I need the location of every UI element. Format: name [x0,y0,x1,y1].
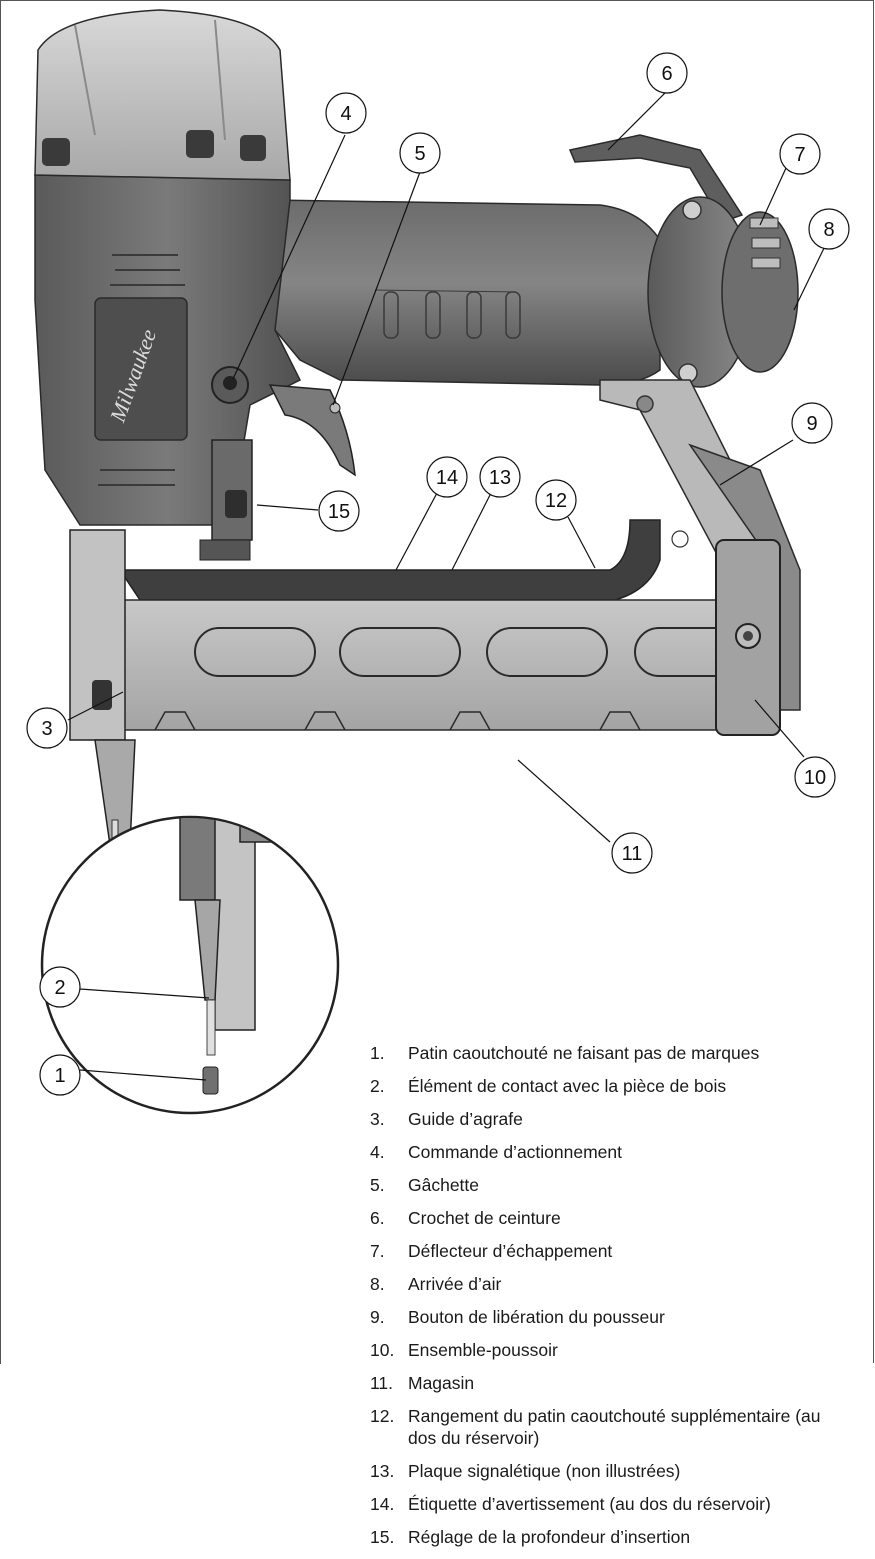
svg-text:9: 9 [806,413,817,435]
page-frame-left [0,0,1,1364]
svg-text:6: 6 [661,63,672,85]
callout-5: 5 [399,132,441,174]
legend-item-6: 6.Crochet de ceinture [370,1208,561,1228]
legend-item-9: 9.Bouton de libération du pousseur [370,1307,665,1327]
handle [269,199,661,386]
stapler-illustration: Milwaukee [26,9,850,1115]
svg-text:2: 2 [54,977,65,999]
legend-item-11: 11.Magasin [370,1373,475,1393]
svg-text:7: 7 [794,144,805,166]
callout-12: 12 [535,479,577,521]
callout-4: 4 [325,92,367,134]
legend-item-10: 10.Ensemble-poussoir [370,1340,558,1360]
svg-text:11: 11 [622,843,643,865]
callout-2: 2 [39,966,81,1008]
svg-text:4: 4 [340,103,351,125]
detail-magnifier [40,815,340,1115]
tool-head: Milwaukee [34,9,302,526]
callout-13: 13 [479,456,521,498]
callout-6: 6 [646,52,688,94]
leader-lines [67,92,827,1081]
legend-item-8: 8.Arrivée d’air [370,1274,502,1294]
magazine [118,519,781,736]
svg-text:13: 13 [489,467,511,489]
callout-11: 11 [611,832,653,874]
rear-cap [647,196,799,388]
callout-14: 14 [426,456,468,498]
parts-legend: 1.Patin caoutchouté ne faisant pas de ma… [370,1042,870,1559]
legend-item-2: 2.Élément de contact avec la pièce de bo… [370,1076,727,1096]
svg-text:3: 3 [41,718,52,740]
legend-item-13: 13.Plaque signalétique (non illustrées) [370,1461,681,1481]
svg-text:14: 14 [436,467,458,489]
legend-item-14: 14.Étiquette d’avertissement (au dos du … [370,1494,771,1514]
callout-8: 8 [808,208,850,250]
callout-15: 15 [318,490,360,532]
callout-3: 3 [26,707,68,749]
svg-text:12: 12 [545,490,567,512]
trigger-assembly [199,366,356,561]
svg-text:8: 8 [823,219,834,241]
legend-item-7: 7.Déflecteur d’échappement [370,1241,613,1261]
svg-text:10: 10 [804,767,826,789]
legend-item-5: 5.Gâchette [370,1175,480,1195]
legend-item-4: 4.Commande d’actionnement [370,1142,623,1162]
callout-9: 9 [791,402,833,444]
svg-text:1: 1 [54,1065,65,1087]
legend-item-12: 12.Rangement du patin caoutchouté supplé… [370,1406,821,1448]
page-frame [0,0,874,1363]
legend-item-3: 3.Guide d’agrafe [370,1109,523,1129]
staple-guide [69,529,136,867]
legend-item-15: 15.Réglage de la profondeur d’insertion [370,1527,691,1547]
callout-10: 10 [794,756,836,798]
callout-7: 7 [779,133,821,175]
legend-item-1: 1.Patin caoutchouté ne faisant pas de ma… [370,1043,760,1063]
svg-text:5: 5 [414,143,425,165]
callout-1: 1 [39,1054,81,1096]
svg-text:15: 15 [328,501,350,523]
